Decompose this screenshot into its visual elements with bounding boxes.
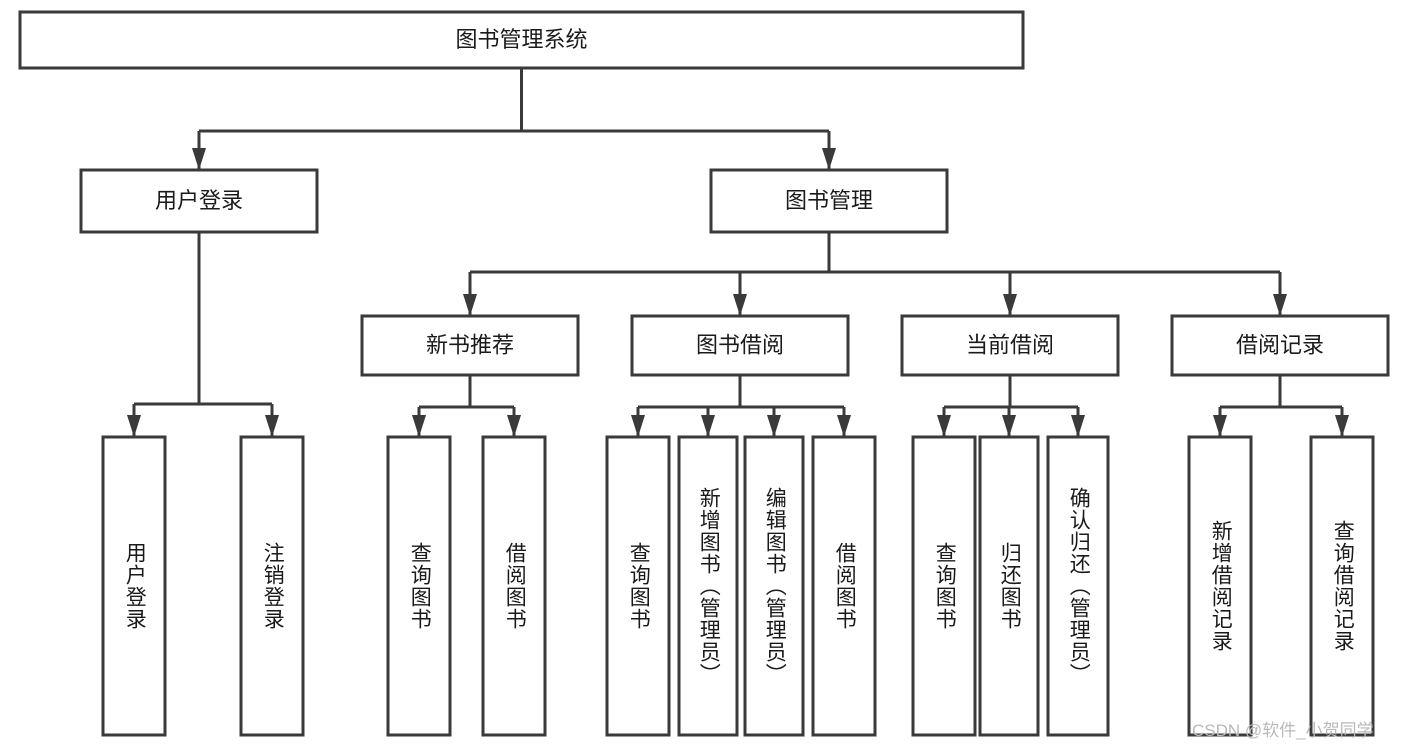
watermark-text: CSDN @软件_小贺同学: [1192, 721, 1374, 740]
arrow-head-icon: [701, 415, 715, 437]
arrow-head-icon: [937, 415, 951, 437]
arrow-head-icon: [837, 415, 851, 437]
node-leaf-box-6[interactable]: [743, 435, 805, 737]
arrow-head-icon: [631, 415, 645, 437]
node-level3-box-0[interactable]: [360, 314, 580, 377]
arrow-head-icon: [412, 415, 426, 437]
arrow-head-icon: [463, 294, 477, 316]
node-level3-box-2[interactable]: [900, 314, 1120, 377]
node-leaf-box-9[interactable]: [978, 435, 1040, 737]
node-box-layer: [18, 10, 1390, 737]
node-level3-label-1: 图书借阅: [696, 332, 784, 357]
arrow-head-icon: [767, 415, 781, 437]
node-level2-label-1: 图书管理: [785, 188, 873, 213]
node-level3-label-0: 新书推荐: [426, 332, 514, 357]
node-leaf-box-5[interactable]: [677, 435, 739, 737]
arrow-head-icon: [1003, 294, 1017, 316]
node-root-box[interactable]: [18, 10, 1025, 70]
node-leaf-box-2[interactable]: [386, 435, 452, 737]
node-level2-box-0[interactable]: [79, 168, 319, 234]
node-leaf-box-1[interactable]: [239, 435, 305, 737]
node-level2-label-0: 用户登录: [155, 188, 243, 213]
arrow-head-icon: [1273, 294, 1287, 316]
node-leaf-box-3[interactable]: [481, 435, 547, 737]
arrow-head-icon: [192, 148, 206, 170]
node-leaf-box-0[interactable]: [101, 435, 167, 737]
connector-layer: [127, 68, 1349, 437]
node-level3-box-3[interactable]: [1170, 314, 1390, 377]
arrow-head-icon: [265, 415, 279, 437]
arrow-head-icon: [507, 415, 521, 437]
node-leaf-box-10[interactable]: [1046, 435, 1110, 737]
arrow-head-icon: [1213, 415, 1227, 437]
node-leaf-box-4[interactable]: [605, 435, 671, 737]
node-leaf-box-7[interactable]: [811, 435, 877, 737]
node-leaf-box-11[interactable]: [1187, 435, 1253, 737]
arrow-head-icon: [1071, 415, 1085, 437]
arrow-head-icon: [1002, 415, 1016, 437]
node-leaf-box-12[interactable]: [1309, 435, 1375, 737]
node-level3-box-1[interactable]: [630, 314, 850, 377]
arrow-head-icon: [127, 415, 141, 437]
node-level3-label-2: 当前借阅: [966, 332, 1054, 357]
arrow-head-icon: [733, 294, 747, 316]
node-level2-box-1[interactable]: [709, 168, 949, 234]
node-root-label: 图书管理系统: [455, 27, 587, 52]
arrow-head-icon: [822, 148, 836, 170]
node-level3-label-3: 借阅记录: [1236, 332, 1324, 357]
arrow-head-icon: [1335, 415, 1349, 437]
node-leaf-box-8[interactable]: [911, 435, 977, 737]
